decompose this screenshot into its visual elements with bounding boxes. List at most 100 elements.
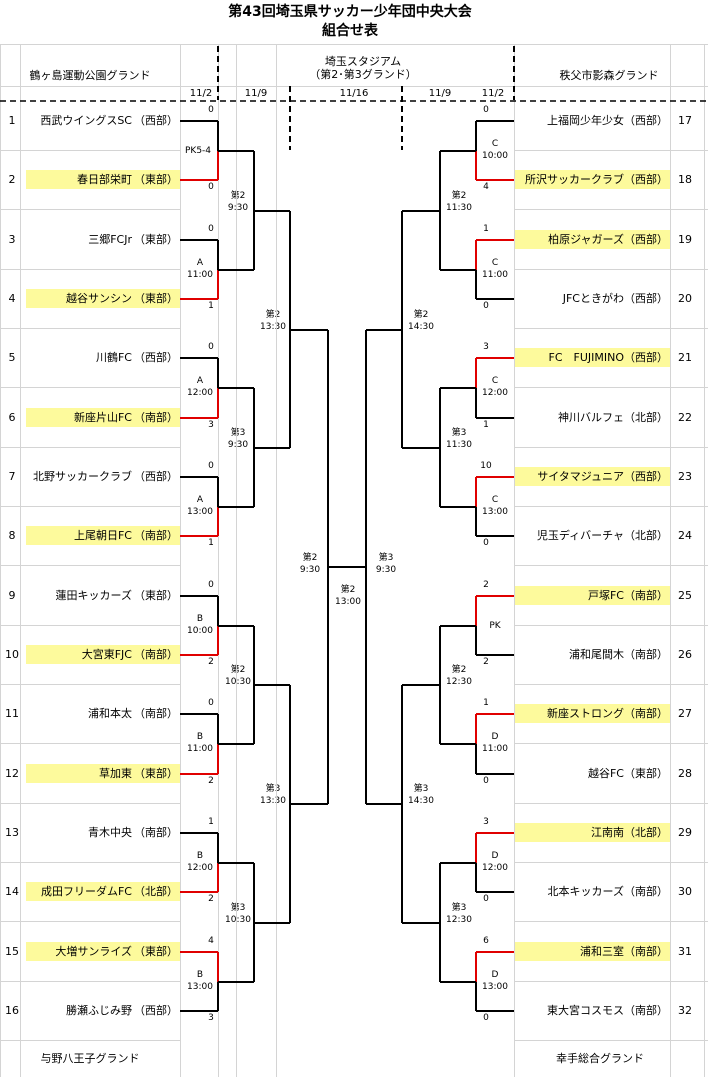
r3-match-time: 14:30 — [408, 796, 434, 806]
team-slot — [514, 348, 670, 367]
team-area: （西部） — [134, 470, 178, 483]
venue-center-grounds: （第2･第3グランド） — [309, 68, 417, 81]
final-match-ground: 第2 — [340, 585, 356, 595]
team-area: （北部） — [624, 411, 668, 424]
r1-pk-result: PK5-4 — [184, 146, 212, 156]
final-match-time: 13:00 — [335, 597, 361, 607]
r3-match-time: 13:30 — [260, 322, 286, 332]
team-seed-number: 26 — [678, 648, 692, 661]
team-score: 0 — [208, 698, 214, 708]
r1-match-ground: C — [491, 376, 499, 386]
r2-match-ground: 第2 — [230, 191, 246, 201]
team-score: 2 — [208, 657, 214, 667]
r2-match-time: 9:30 — [227, 203, 249, 213]
team-area: （西部） — [624, 114, 668, 127]
r1-match-time: 10:00 — [187, 626, 213, 636]
team-score: 3 — [208, 1013, 214, 1023]
team-slot — [26, 526, 180, 545]
team-area: （北部） — [624, 529, 668, 542]
r1-match-time: 13:00 — [187, 982, 213, 992]
team-score: 0 — [208, 461, 214, 471]
team-seed-number: 28 — [678, 767, 692, 780]
team-slot — [514, 704, 670, 723]
team-seed-number: 24 — [678, 529, 692, 542]
team-score: 1 — [483, 420, 489, 430]
team-area: （東部） — [134, 233, 178, 246]
team-name: 上尾朝日FC — [73, 529, 132, 542]
r1-match-ground: A — [196, 495, 204, 505]
team-area: （東部） — [134, 767, 178, 780]
team-seed-number: 25 — [678, 589, 692, 602]
team-name: 戸塚FC — [587, 589, 624, 602]
team-name: FC FUJIMINO — [548, 351, 625, 364]
team-area: （南部） — [624, 589, 668, 602]
team-name: 神川バルフェ — [558, 411, 624, 424]
team-slot — [514, 230, 670, 249]
team-name: 新座ストロング — [547, 707, 624, 720]
r1-match-time: 11:00 — [187, 744, 213, 754]
team-seed-number: 23 — [678, 470, 692, 483]
team-seed-number: 15 — [5, 945, 19, 958]
team-seed-number: 3 — [8, 233, 16, 246]
team-name: 児玉ディバーチャ — [536, 529, 624, 542]
team-score: 1 — [483, 224, 489, 234]
r3-match-time: 13:30 — [260, 796, 286, 806]
r1-match-ground: C — [491, 139, 499, 149]
team-seed-number: 17 — [678, 114, 692, 127]
page-title: 第43回埼玉県サッカー少年団中央大会 — [228, 4, 472, 20]
venue-bottom-left: 与野八王子グランド — [40, 1052, 140, 1065]
team-seed-number: 12 — [5, 767, 19, 780]
team-seed-number: 11 — [5, 707, 19, 720]
team-name: 春日部栄町 — [77, 173, 132, 186]
team-area: （北部） — [134, 885, 178, 898]
r2-match-ground: 第2 — [451, 191, 467, 201]
team-name: 蓮田キッカーズ — [55, 589, 132, 602]
team-area: （南部） — [134, 411, 178, 424]
r2-match-ground: 第3 — [451, 903, 467, 913]
team-area: （南部） — [624, 945, 668, 958]
venue-right: 秩父市影森グランド — [559, 69, 659, 82]
team-score: 2 — [208, 894, 214, 904]
team-seed-number: 22 — [678, 411, 692, 424]
team-area: （西部） — [624, 470, 668, 483]
team-slot — [26, 882, 180, 901]
r1-match-ground: B — [196, 732, 204, 742]
team-name: 三郷FCJr — [88, 233, 132, 246]
team-name: JFCときがわ — [562, 292, 624, 305]
team-slot — [26, 289, 180, 308]
r3-match-ground: 第3 — [265, 784, 281, 794]
team-area: （南部） — [134, 826, 178, 839]
team-slot — [514, 467, 670, 486]
team-score: 6 — [483, 936, 489, 946]
team-score: 3 — [483, 817, 489, 827]
r3-match-ground: 第2 — [265, 310, 281, 320]
team-name: 越谷サンシン — [66, 292, 132, 305]
date-left-inner: 11/9 — [244, 88, 268, 99]
team-area: （南部） — [624, 707, 668, 720]
r1-match-time: 12:00 — [187, 388, 213, 398]
r1-match-ground: A — [196, 376, 204, 386]
team-name: 所沢サッカークラブ — [525, 173, 624, 186]
team-name: 西武ウイングスSC — [40, 114, 132, 127]
team-area: （西部） — [624, 292, 668, 305]
team-name: 大増サンライズ — [55, 945, 132, 958]
sf-right-match-ground: 第3 — [378, 553, 394, 563]
team-score: 0 — [483, 776, 489, 786]
r2-match-ground: 第3 — [230, 903, 246, 913]
team-area: （西部） — [624, 233, 668, 246]
team-score: 0 — [483, 894, 489, 904]
team-area: （南部） — [134, 529, 178, 542]
r1-match-ground: A — [196, 258, 204, 268]
team-slot — [514, 586, 670, 605]
team-area: （東部） — [624, 767, 668, 780]
team-score: 1 — [208, 301, 214, 311]
team-score: 3 — [208, 420, 214, 430]
team-score: 1 — [208, 538, 214, 548]
team-score: 0 — [483, 538, 489, 548]
team-score: 4 — [483, 182, 489, 192]
team-seed-number: 27 — [678, 707, 692, 720]
team-name: 柏原ジャガーズ — [548, 233, 624, 246]
team-area: （東部） — [134, 173, 178, 186]
team-name: 浦和本太 — [88, 707, 132, 720]
team-score: 2 — [483, 657, 489, 667]
